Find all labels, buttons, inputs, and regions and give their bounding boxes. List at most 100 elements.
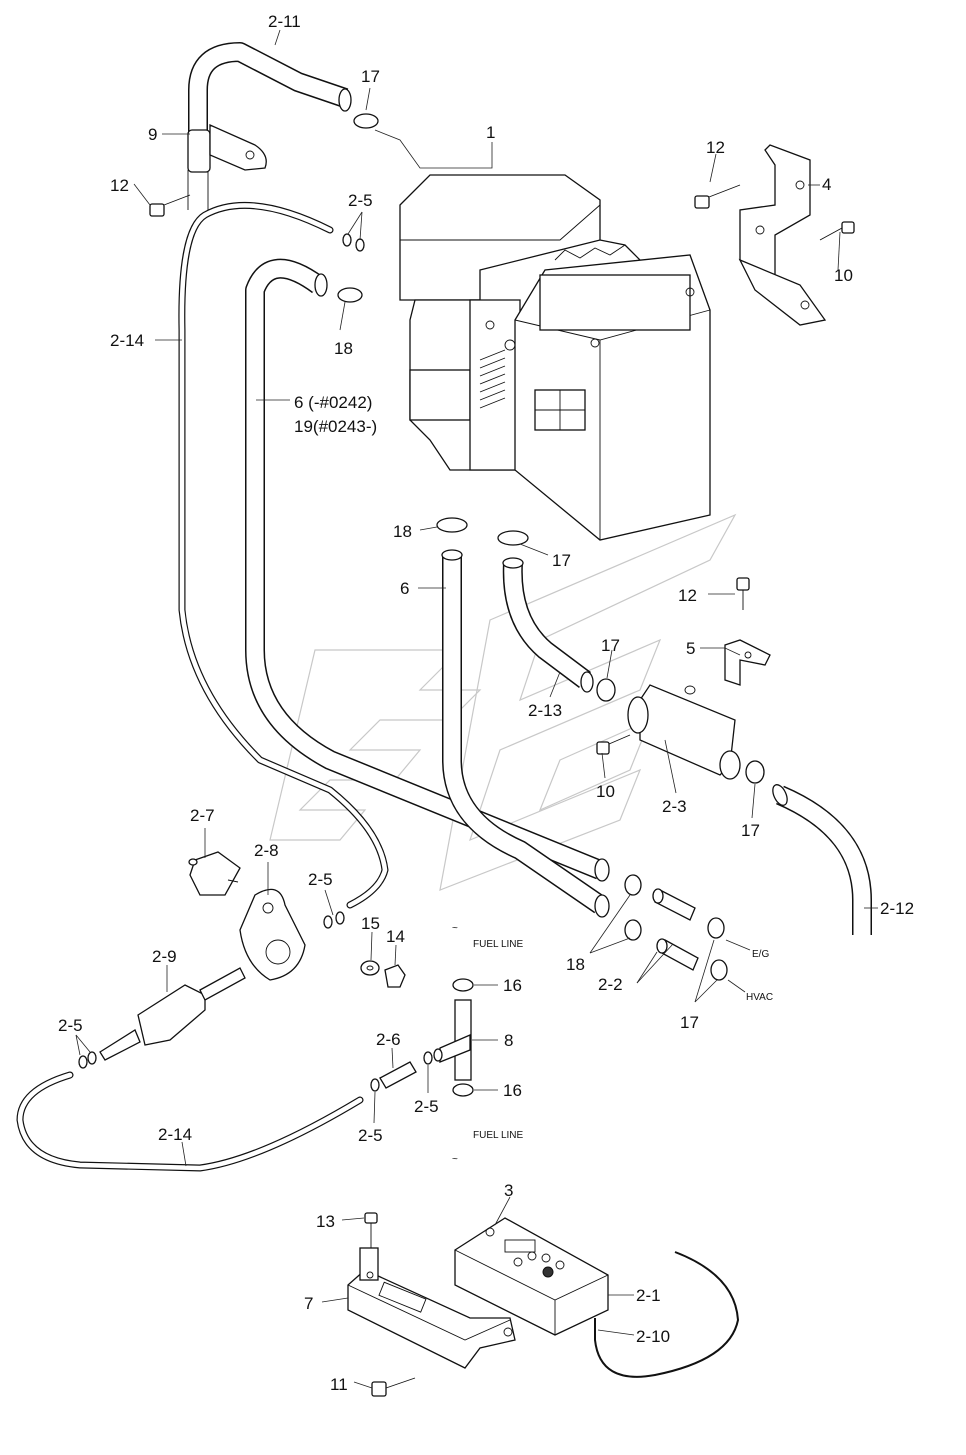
hose-2-11 (187, 42, 352, 210)
controller-2-1 (454, 1217, 609, 1336)
hvac-label: HVAC (746, 992, 773, 1003)
callout-2-10: 2-10 (636, 1327, 670, 1346)
bolt-10-mid (596, 741, 610, 755)
eg-label: E/G (752, 949, 769, 960)
callout-8: 8 (504, 1031, 513, 1050)
callout-2-1: 2-1 (636, 1286, 661, 1305)
callout-6: 6 (-#0242) (294, 393, 372, 412)
callout-17: 17 (361, 67, 380, 86)
bolt-12-top (694, 195, 710, 209)
hose-2-12 (772, 784, 872, 935)
vent-slots (479, 349, 506, 409)
heater-unit (399, 174, 711, 541)
callout-12: 12 (706, 138, 725, 157)
hose-6-lower (441, 549, 610, 918)
callout-16: 16 (503, 976, 522, 995)
clamp-18-top (337, 287, 363, 303)
callout-1: 1 (486, 123, 495, 142)
clamp-18-mid (436, 517, 468, 533)
bolt-12-right (736, 577, 750, 591)
clip-2-8 (239, 888, 306, 981)
callout-2-5: 2-5 (358, 1126, 383, 1145)
hose-2-13 (502, 557, 594, 693)
clamp-17-eg (707, 917, 725, 939)
callout-13: 13 (316, 1212, 335, 1231)
bolts (149, 184, 855, 1397)
t-joint-8 (423, 999, 472, 1081)
bolt-12-left (149, 203, 165, 217)
clamp-2-5-top-a (342, 233, 352, 247)
clamps (337, 113, 765, 1097)
callout-2-14: 2-14 (110, 331, 144, 350)
callout-2-9: 2-9 (152, 947, 177, 966)
callout-2-8: 2-8 (254, 841, 279, 860)
clamp-17-right (596, 678, 616, 702)
bracket-9 (187, 123, 267, 173)
callout-10: 10 (834, 266, 853, 285)
wire-2-10 (594, 1251, 740, 1378)
fuel-line-2-14-bottom (16, 1071, 364, 1172)
callout-2-5: 2-5 (58, 1016, 83, 1035)
callout-17: 17 (552, 551, 571, 570)
bolt-11 (371, 1381, 387, 1397)
bracket-4 (738, 144, 827, 326)
callout-6: 6 (400, 579, 409, 598)
callout-18: 18 (334, 339, 353, 358)
clamp-17-top (353, 113, 379, 129)
callout-3: 3 (504, 1181, 513, 1200)
callout-7: 7 (304, 1294, 313, 1313)
nut-14 (384, 964, 406, 988)
callout-5: 5 (686, 639, 695, 658)
clamp-18-low-b (624, 919, 642, 941)
callout-2-5: 2-5 (414, 1097, 439, 1116)
callout-2-12: 2-12 (880, 899, 914, 918)
tilde-mark-bottom: ~ (452, 1154, 458, 1165)
leader-lines (75, 29, 878, 1389)
clamp-17-hvac (710, 959, 728, 981)
watermark-logo (269, 513, 737, 891)
callout-2-14: 2-14 (158, 1125, 192, 1144)
callout-9: 9 (148, 125, 157, 144)
clamp-16-b (452, 1083, 474, 1097)
callout-10: 10 (596, 782, 615, 801)
tilde-mark-top: ~ (452, 923, 458, 934)
callout-2-11: 2-11 (268, 12, 301, 31)
clamp-17-lower (745, 760, 765, 784)
callout-4: 4 (822, 175, 831, 194)
clamp-16-a (452, 978, 474, 992)
clamp-18-low-a (624, 874, 642, 896)
hose-6-19 (245, 258, 610, 882)
small-labels: ~ FUEL LINE FUEL LINE ~ E/G HVAC (452, 923, 773, 1165)
fuel-line-2-14-top (178, 201, 389, 909)
clamp-17-mid (497, 530, 529, 546)
bracket-5 (724, 639, 771, 686)
callout-12: 12 (110, 176, 129, 195)
callout-19: 19(#0243-) (294, 417, 377, 436)
bolt-13 (364, 1212, 378, 1224)
callout-labels: 2-11 17 9 1 12 4 12 2-5 10 2-14 18 6 (-#… (58, 12, 914, 1394)
callout-2-7: 2-7 (190, 806, 215, 825)
muffler-2-3 (627, 684, 741, 780)
bracket-7 (347, 1247, 516, 1369)
fuel-line-label-top: FUEL LINE (473, 939, 524, 950)
callout-17: 17 (601, 636, 620, 655)
callout-2-13: 2-13 (528, 701, 562, 720)
connector-2-6 (370, 1061, 417, 1092)
callout-14: 14 (386, 927, 405, 946)
bolt-10-top (841, 221, 855, 234)
callout-16: 16 (503, 1081, 522, 1100)
callout-2-3: 2-3 (662, 797, 687, 816)
damper-2-7 (188, 851, 241, 896)
callout-11: 11 (330, 1375, 348, 1394)
callout-15: 15 (361, 914, 380, 933)
callout-2-6: 2-6 (376, 1030, 401, 1049)
callout-17: 17 (741, 821, 760, 840)
fuel-line-label-bottom: FUEL LINE (473, 1130, 524, 1141)
callout-18: 18 (393, 522, 412, 541)
filter-2-9 (78, 967, 246, 1069)
clamp-2-5-top-b (355, 238, 365, 252)
callout-18: 18 (566, 955, 585, 974)
clamps-2-5-mid (323, 911, 345, 929)
callout-12: 12 (678, 586, 697, 605)
